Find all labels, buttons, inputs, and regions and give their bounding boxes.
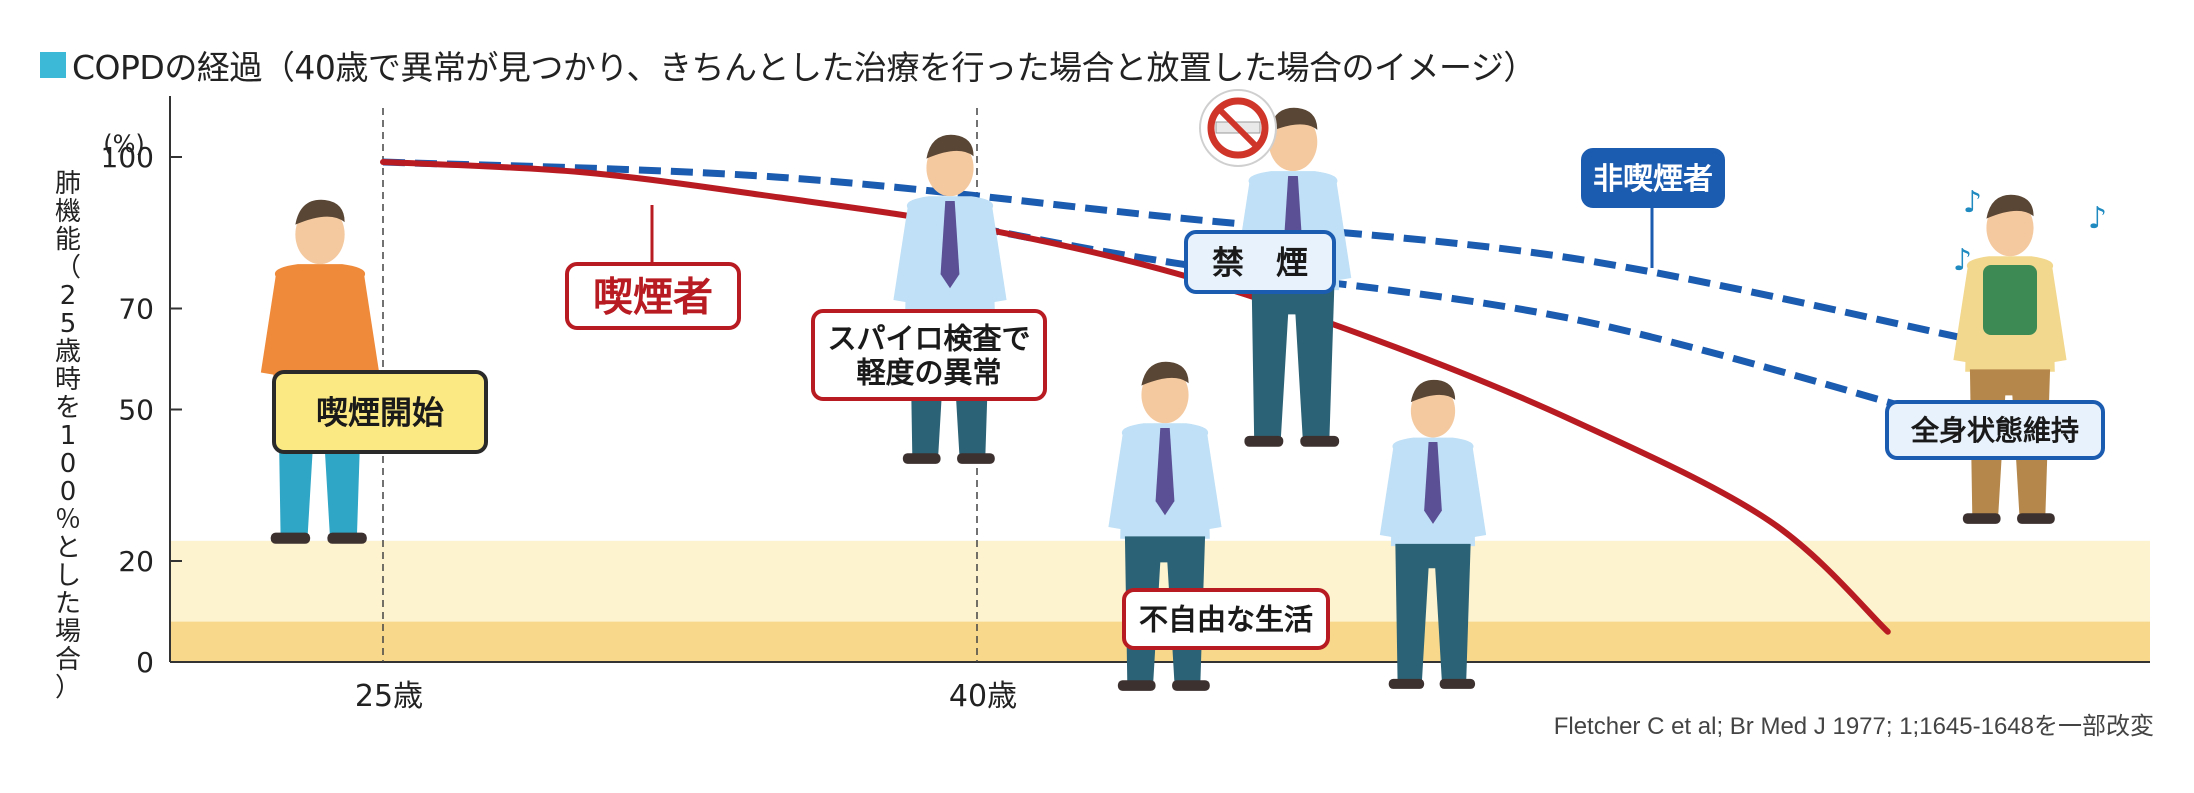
impaired-life-box xyxy=(1122,588,1330,650)
nonsmoker-box xyxy=(1581,148,1725,208)
nonsmoker-label: 非喫煙者 xyxy=(1593,162,1713,197)
smoker-label: 喫煙者 xyxy=(593,274,713,320)
spiro-abnormal-label: スパイロ検査で軽度の異常 xyxy=(827,321,1030,389)
y-tick-label-20: 20 xyxy=(118,545,154,578)
x-marker-label-40: 40歳 xyxy=(949,679,1017,714)
quit-smoking-box xyxy=(1184,230,1336,294)
title-square-icon xyxy=(40,52,66,78)
quit-smoking-label: 禁 煙 xyxy=(1212,244,1308,282)
walker-vest xyxy=(1983,265,2037,335)
music-note-icon-1: ♪ xyxy=(2088,201,2107,236)
chart-title: COPDの経過（40歳で異常が見つかり、きちんとした治療を行った場合と放置した場… xyxy=(72,48,1536,87)
smoker-box xyxy=(565,262,741,330)
music-note-icon-2: ♪ xyxy=(1953,243,1972,278)
body-maintained-label: 全身状態維持 xyxy=(1910,414,2079,447)
body-maintained-box xyxy=(1885,400,2105,460)
music-note-icon-0: ♪ xyxy=(1963,185,1982,220)
spiro-abnormal-box xyxy=(811,309,1047,401)
series-nonsmoker-line xyxy=(382,158,1968,343)
source-citation: Fletcher C et al; Br Med J 1977; 1;1645-… xyxy=(1553,713,2154,740)
y-tick-label-50: 50 xyxy=(118,394,154,427)
no-smoking-slash xyxy=(1215,105,1261,151)
x-marker-label-25: 25歳 xyxy=(355,679,423,714)
breathless-figure-2 xyxy=(1379,379,1487,689)
y-tick-label-100: 100 xyxy=(101,141,154,174)
series-smoker-line xyxy=(380,159,1891,635)
start-smoking-label: 喫煙開始 xyxy=(316,394,444,432)
impaired-life-label: 不自由な生活 xyxy=(1139,602,1313,636)
smoker-40-figure xyxy=(893,134,1007,464)
y-tick-label-70: 70 xyxy=(118,293,154,326)
start-smoking-box xyxy=(272,370,488,454)
y-tick-label-0: 0 xyxy=(136,646,154,679)
y-unit-label: (%) xyxy=(103,130,145,158)
chart-title-row: COPDの経過（40歳で異常が見つかり、きちんとした治療を行った場合と放置した場… xyxy=(40,40,1536,90)
